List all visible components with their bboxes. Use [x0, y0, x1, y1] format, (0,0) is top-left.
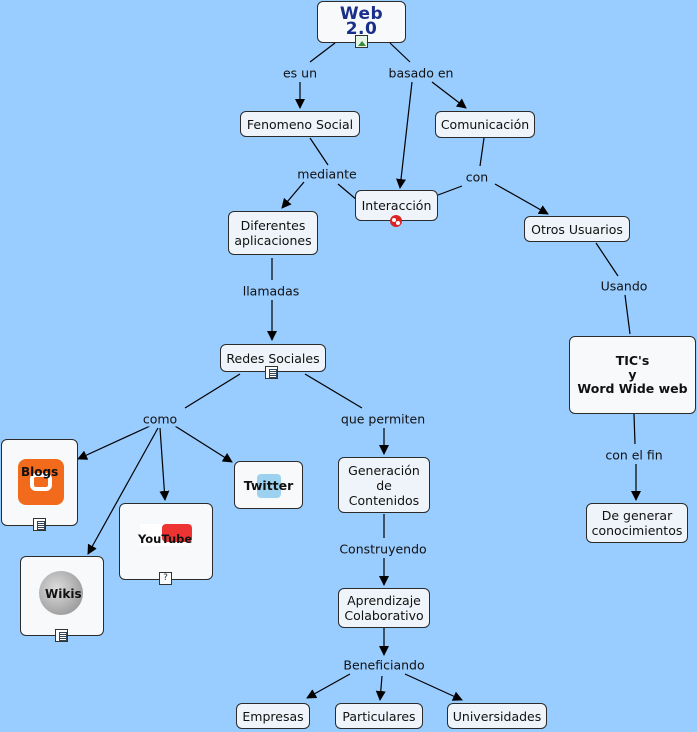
blogger-logo — [18, 459, 64, 505]
node-de-generar-label: De generar conocimientos — [591, 508, 683, 538]
node-tics-line3: Word Wide web — [577, 381, 688, 396]
node-blogs-label: Blogs — [21, 465, 59, 479]
image-icon[interactable] — [355, 35, 368, 48]
node-fenomeno-social[interactable]: Fenomeno Social — [240, 111, 360, 137]
document-icon[interactable] — [33, 518, 46, 531]
node-comunicacion[interactable]: Comunicación — [435, 111, 535, 138]
link-label-con-el-fin: con el fin — [602, 447, 666, 463]
node-generacion-label: Generación de Contenidos — [348, 462, 420, 508]
help-icon[interactable]: ? — [159, 572, 172, 585]
web-link-icon-glyph — [390, 215, 402, 227]
twitter-logo — [257, 474, 281, 498]
node-diferentes-label: Diferentes aplicaciones — [234, 218, 312, 248]
node-interaccion-label: Interacción — [361, 198, 432, 213]
node-wikis[interactable]: Wikis — [20, 556, 104, 636]
web-link-icon[interactable] — [389, 214, 402, 227]
node-tics-line2: y — [628, 367, 637, 382]
node-redes-sociales-label: Redes Sociales — [226, 350, 320, 366]
node-twitter-label: Twitter — [243, 477, 294, 493]
node-web-2-0[interactable]: Web 2.0 — [317, 1, 406, 43]
link-label-es-un: es un — [279, 65, 321, 81]
link-label-llamadas: llamadas — [239, 283, 303, 299]
node-twitter[interactable]: Twitter — [234, 461, 303, 509]
node-generacion-contenidos[interactable]: Generación de Contenidos — [338, 457, 430, 513]
wikipedia-globe — [39, 571, 83, 615]
node-web-2-0-label: Web 2.0 — [339, 4, 384, 39]
node-comunicacion-label: Comunicación — [440, 117, 530, 132]
node-universidades[interactable]: Universidades — [447, 703, 547, 729]
link-label-construyendo: Construyendo — [336, 541, 430, 557]
link-label-basado-en: basado en — [385, 65, 457, 81]
node-redes-sociales[interactable]: Redes Sociales — [220, 344, 326, 372]
node-tics-www[interactable]: TIC's y Word Wide web — [569, 336, 696, 414]
node-youtube-label: YouTube — [138, 532, 193, 546]
node-wikis-label: Wikis — [45, 587, 82, 601]
link-label-que-permiten: que permiten — [337, 411, 429, 427]
node-aprendizaje-colaborativo[interactable]: Aprendizaje Colaborativo — [338, 588, 430, 628]
node-otros-usuarios-label: Otros Usuarios — [531, 221, 623, 237]
node-de-generar-conocimientos[interactable]: De generar conocimientos — [586, 503, 688, 543]
youtube-logo — [140, 524, 192, 546]
node-particulares[interactable]: Particulares — [335, 703, 423, 729]
node-blogs[interactable]: Blogs — [1, 439, 78, 526]
node-tics-line1: TIC's — [615, 353, 650, 368]
document-icon[interactable] — [265, 366, 278, 379]
node-tics-label: TIC's y Word Wide web — [577, 354, 687, 396]
node-universidades-label: Universidades — [452, 708, 542, 724]
node-otros-usuarios[interactable]: Otros Usuarios — [524, 216, 630, 242]
node-youtube[interactable]: YouTube — [119, 503, 213, 580]
node-empresas-label: Empresas — [242, 708, 304, 724]
node-particulares-label: Particulares — [342, 708, 416, 724]
document-icon[interactable] — [55, 629, 68, 642]
node-empresas[interactable]: Empresas — [236, 703, 310, 729]
node-diferentes-aplicaciones[interactable]: Diferentes aplicaciones — [228, 211, 318, 255]
link-label-usando: Usando — [597, 278, 651, 294]
link-label-como: como — [139, 411, 181, 427]
link-label-mediante: mediante — [294, 166, 360, 182]
link-label-con: con — [462, 169, 492, 185]
node-fenomeno-social-label: Fenomeno Social — [246, 116, 354, 132]
link-label-beneficiando: Beneficiando — [340, 657, 428, 673]
node-aprendizaje-label: Aprendizaje Colaborativo — [344, 593, 424, 623]
